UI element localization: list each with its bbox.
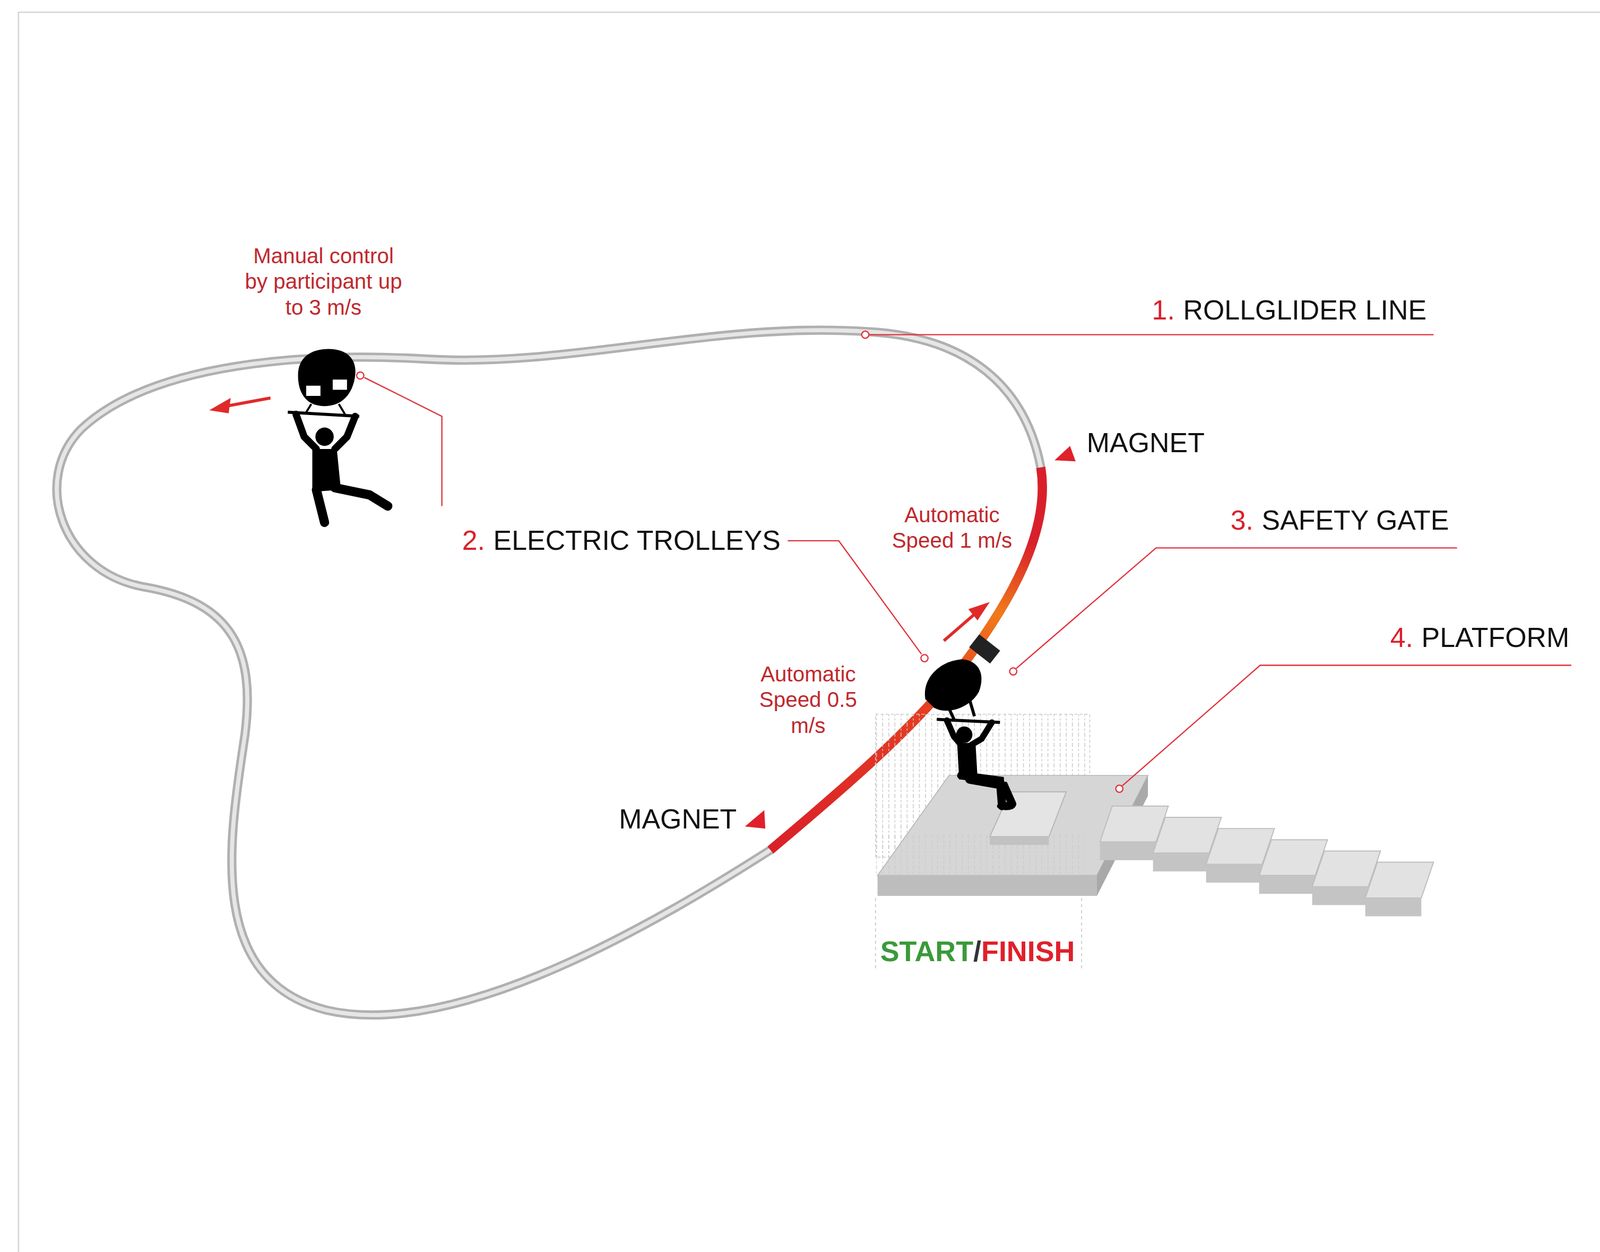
- rollglider-track: [56, 330, 1043, 1015]
- label-group: 3.SAFETY GATE: [1230, 504, 1450, 536]
- part-name: ROLLGLIDER LINE: [1182, 293, 1427, 326]
- frame-line: [17, 12, 20, 1252]
- magnet-marker: [745, 810, 766, 829]
- seat-block-front: [989, 836, 1050, 845]
- magnet-label: MAGNET: [1086, 426, 1205, 459]
- platform-post: [1080, 897, 1083, 970]
- part-name: SAFETY GATE: [1261, 504, 1450, 536]
- direction-arrow: [944, 613, 975, 641]
- stairs: [1100, 806, 1434, 917]
- magnet-label: MAGNET: [618, 802, 737, 835]
- direction-arrow: [209, 398, 231, 414]
- label-group: 1.ROLLGLIDER LINE: [1152, 293, 1427, 326]
- leader-lines: [356, 331, 1572, 793]
- label-group: MAGNET: [1086, 426, 1205, 459]
- direction-arrow: [226, 398, 271, 406]
- speed-note: Automatic Speed 0.5 m/s: [759, 661, 858, 738]
- callout-number: 1.: [1152, 293, 1175, 326]
- callout-number: 3.: [1230, 504, 1254, 536]
- callout-number: 4.: [1390, 621, 1414, 654]
- finish-label: FINISH: [981, 934, 1075, 968]
- speed-note: Automatic Speed 1 m/s: [892, 502, 1013, 553]
- platform-front: [877, 875, 1097, 896]
- direction-arrow: [968, 601, 990, 621]
- platform-fence-front: [875, 834, 1085, 876]
- magnet-marker: [1051, 445, 1076, 468]
- platform-post: [875, 897, 877, 970]
- label-group: Automatic Speed 0.5 m/s: [741, 661, 875, 739]
- speed-note: Manual control by participant up to 3 m/…: [244, 243, 402, 320]
- part-name: ELECTRIC TROLLEYS: [493, 524, 781, 557]
- label-group: 2.ELECTRIC TROLLEYS: [462, 524, 781, 557]
- label-group: 4.PLATFORM: [1390, 621, 1570, 654]
- label-group: MAGNET: [618, 802, 737, 835]
- safety-gate: [969, 634, 1000, 664]
- track-highlight: [56, 330, 1043, 1015]
- callout-number: 2.: [462, 524, 486, 557]
- label-group: START/FINISH: [880, 934, 1076, 968]
- start-label: START: [880, 934, 974, 968]
- trolley-rider: [287, 349, 388, 523]
- separator: /: [973, 934, 982, 968]
- part-name: PLATFORM: [1421, 621, 1570, 654]
- label-group: Automatic Speed 1 m/s: [885, 502, 1019, 554]
- label-group: Manual control by participant up to 3 m/…: [244, 243, 404, 320]
- trolley-rider: [919, 655, 1016, 810]
- frame-line: [18, 11, 1600, 14]
